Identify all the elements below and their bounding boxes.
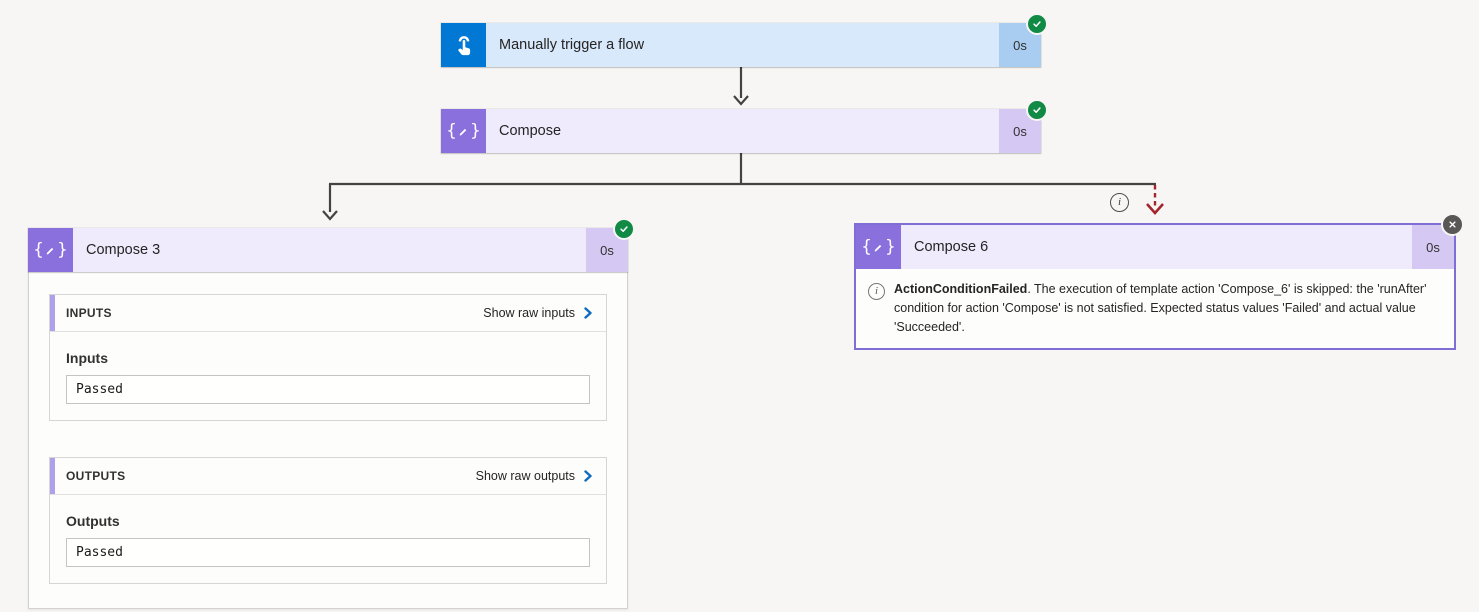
info-icon: i [868,283,885,300]
action-card-compose-6: { } Compose 6 0s i ActionConditionFailed… [854,213,1464,351]
outputs-section-header: OUTPUTS Show raw outputs [50,458,606,495]
info-icon[interactable]: i [1110,193,1129,212]
success-badge-icon [1026,99,1048,121]
inputs-section-title: INPUTS [66,306,112,320]
action-card-compose-3: { } Compose 3 0s INPUTS Show raw inputs [28,218,635,609]
outputs-field-value: Passed [66,538,590,567]
show-raw-outputs-label: Show raw outputs [475,469,575,483]
show-raw-inputs-link[interactable]: Show raw inputs [483,306,594,320]
show-raw-inputs-label: Show raw inputs [483,306,575,320]
chevron-right-icon [584,307,592,319]
outputs-section-title: OUTPUTS [66,469,126,483]
outputs-section-content: Outputs Passed [50,495,606,583]
compose-6-header[interactable]: { } Compose 6 0s [856,225,1454,269]
show-raw-outputs-link[interactable]: Show raw outputs [476,469,594,483]
success-badge-icon [613,218,635,240]
outputs-field-label: Outputs [66,513,120,529]
success-badge-icon [1026,13,1048,35]
compose-icon: { } [28,228,73,272]
compose-6-title: Compose 6 [901,225,1412,269]
manual-trigger-icon [441,23,486,67]
outputs-section: OUTPUTS Show raw outputs Outputs Passed [49,457,607,584]
skipped-badge-icon [1441,213,1464,236]
compose-node-title: Compose [486,109,999,153]
compose-icon: { } [441,109,486,153]
inputs-section-header: INPUTS Show raw inputs [50,295,606,332]
chevron-right-icon [584,470,592,482]
error-description: . The execution of template action 'Comp… [894,282,1427,334]
error-code: ActionConditionFailed [894,282,1028,296]
compose-icon: { } [856,225,901,269]
inputs-section: INPUTS Show raw inputs Inputs Passed [49,294,607,421]
skipped-message-text: ActionConditionFailed. The execution of … [894,280,1436,336]
inputs-section-content: Inputs Passed [50,332,606,420]
compose-3-title: Compose 3 [73,228,586,272]
compose-3-header[interactable]: { } Compose 3 0s [28,218,635,272]
skipped-message: i ActionConditionFailed. The execution o… [856,269,1454,349]
inputs-field-value: Passed [66,375,590,404]
inputs-field-label: Inputs [66,350,108,366]
trigger-node-title: Manually trigger a flow [486,23,999,67]
action-node-compose[interactable]: { } Compose 0s [441,99,1048,153]
trigger-node-manually-trigger-a-flow[interactable]: Manually trigger a flow 0s [441,13,1048,67]
compose-3-details: INPUTS Show raw inputs Inputs Passed OUT… [28,272,628,609]
